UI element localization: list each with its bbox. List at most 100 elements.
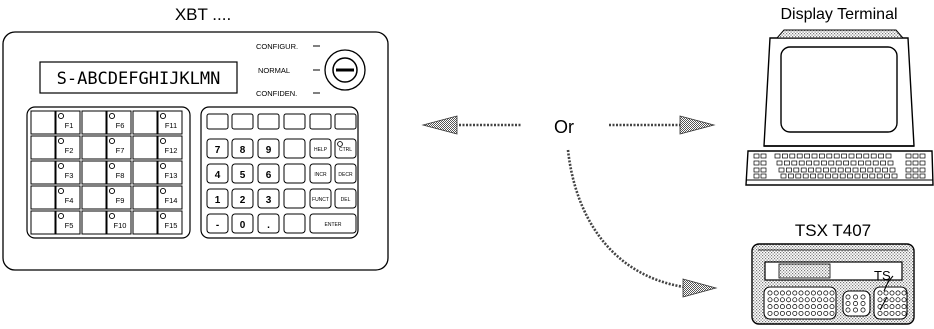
keypad-key-8[interactable]: 8 — [231, 138, 254, 159]
function-key-f13[interactable]: F13 — [157, 160, 183, 185]
function-key-blank[interactable] — [132, 110, 158, 135]
function-key-label: F9 — [116, 196, 125, 205]
function-key-f15[interactable]: F15 — [157, 210, 183, 235]
keypad-key-3[interactable]: 3 — [257, 188, 280, 209]
led-icon — [57, 137, 65, 145]
led-icon — [108, 162, 116, 170]
tsx-module: TSX T407 TS — [751, 221, 915, 325]
blank-key[interactable] — [231, 113, 254, 130]
keypad-key-blank[interactable] — [283, 138, 306, 159]
function-key-blank[interactable] — [132, 160, 158, 185]
xbt-display — [39, 61, 238, 94]
keypad-key-blank[interactable] — [283, 163, 306, 184]
function-key-blank[interactable] — [81, 110, 107, 135]
led-icon — [337, 141, 343, 147]
function-key-f11[interactable]: F11 — [157, 110, 183, 135]
keypad-key-label: 1 — [215, 195, 221, 206]
function-key-label: F12 — [165, 146, 178, 155]
led-icon — [57, 212, 65, 220]
keypad-key-label: . — [267, 220, 270, 231]
function-key-f2[interactable]: F2 — [55, 135, 81, 160]
blank-key[interactable] — [309, 113, 332, 130]
function-key-blank[interactable] — [81, 185, 107, 210]
keypad-key-label: HELP — [314, 147, 328, 153]
keypad-key-blank[interactable] — [283, 188, 306, 209]
led-icon — [159, 187, 167, 195]
function-key-label: F6 — [116, 121, 125, 130]
keypad-key-6[interactable]: 6 — [257, 163, 280, 184]
key-switch-icon[interactable] — [324, 49, 366, 91]
keypad-key-ctrl[interactable]: CTRL — [334, 138, 357, 159]
keypad-key-label: FUNCT — [312, 197, 329, 203]
display-terminal-title: Display Terminal — [780, 6, 897, 23]
led-icon — [159, 162, 167, 170]
mode-switch-labels: CONFIGUR. NORMAL CONFIDEN. — [256, 42, 320, 98]
blank-key[interactable] — [334, 113, 357, 130]
led-icon — [57, 187, 65, 195]
keypad-key-9[interactable]: 9 — [257, 138, 280, 159]
blank-key[interactable] — [257, 113, 280, 130]
function-key-f12[interactable]: F12 — [157, 135, 183, 160]
led-icon — [57, 112, 65, 120]
function-key-blank[interactable] — [30, 160, 56, 185]
function-key-f6[interactable]: F6 — [106, 110, 132, 135]
keypad-key-1[interactable]: 1 — [206, 188, 229, 209]
function-key-label: F5 — [65, 221, 74, 230]
keypad-key-blank[interactable] — [283, 213, 306, 234]
keypad-key-7[interactable]: 7 — [206, 138, 229, 159]
led-icon — [108, 112, 116, 120]
keyboard-keys — [753, 153, 926, 179]
function-key-blank[interactable] — [81, 160, 107, 185]
led-icon — [108, 187, 116, 195]
function-key-blank[interactable] — [30, 185, 56, 210]
led-icon — [108, 212, 116, 220]
function-key-blank[interactable] — [132, 210, 158, 235]
xbt-terminal: XBT .... S-ABCDEFGHIJKLMN CONFIGUR. NORM… — [2, 5, 389, 271]
function-key-label: F2 — [65, 146, 74, 155]
monitor-screen — [780, 46, 898, 133]
keypad-key-funct[interactable]: FUNCT — [309, 188, 332, 209]
keypad-key-5[interactable]: 5 — [231, 163, 254, 184]
function-key-f5[interactable]: F5 — [55, 210, 81, 235]
xbt-title: XBT .... — [175, 5, 231, 24]
display-terminal: Display Terminal — [745, 6, 934, 186]
function-key-blank[interactable] — [30, 135, 56, 160]
function-key-f8[interactable]: F8 — [106, 160, 132, 185]
blank-key[interactable] — [283, 113, 306, 130]
keypad-key-label: DEL — [341, 197, 351, 203]
keypad-key-label: 3 — [266, 195, 272, 206]
function-key-label: F13 — [165, 171, 178, 180]
function-key-f4[interactable]: F4 — [55, 185, 81, 210]
blank-key[interactable] — [206, 113, 229, 130]
function-key-f9[interactable]: F9 — [106, 185, 132, 210]
function-key-f1[interactable]: F1 — [55, 110, 81, 135]
function-key-blank[interactable] — [132, 185, 158, 210]
function-key-f10[interactable]: F10 — [106, 210, 132, 235]
function-key-blank[interactable] — [132, 135, 158, 160]
keypad-key-label: 5 — [240, 170, 246, 181]
keypad-key-enter[interactable]: ENTER — [309, 213, 357, 234]
function-key-f3[interactable]: F3 — [55, 160, 81, 185]
mode-label-normal: NORMAL — [258, 66, 290, 75]
keypad-key-4[interactable]: 4 — [206, 163, 229, 184]
function-key-label: F10 — [114, 221, 127, 230]
keypad-key-help[interactable]: HELP — [309, 138, 332, 159]
keypad-key-minus[interactable]: - — [206, 213, 229, 234]
keypad-key-del[interactable]: DEL — [334, 188, 357, 209]
function-key-blank[interactable] — [81, 135, 107, 160]
keypad-key-0[interactable]: 0 — [231, 213, 254, 234]
function-key-f14[interactable]: F14 — [157, 185, 183, 210]
function-key-blank[interactable] — [81, 210, 107, 235]
function-key-blank[interactable] — [30, 210, 56, 235]
arrow-to-display-terminal — [609, 115, 716, 135]
keypad-key-dot[interactable]: . — [257, 213, 280, 234]
function-key-f7[interactable]: F7 — [106, 135, 132, 160]
keypad-key-label: 6 — [266, 170, 272, 181]
keypad-key-label: INCR — [314, 172, 327, 178]
keypad-key-2[interactable]: 2 — [231, 188, 254, 209]
tsx-cable-icon — [879, 275, 894, 311]
keypad-key-decr[interactable]: DECR — [334, 163, 357, 184]
function-key-blank[interactable] — [30, 110, 56, 135]
keypad-key-incr[interactable]: INCR — [309, 163, 332, 184]
